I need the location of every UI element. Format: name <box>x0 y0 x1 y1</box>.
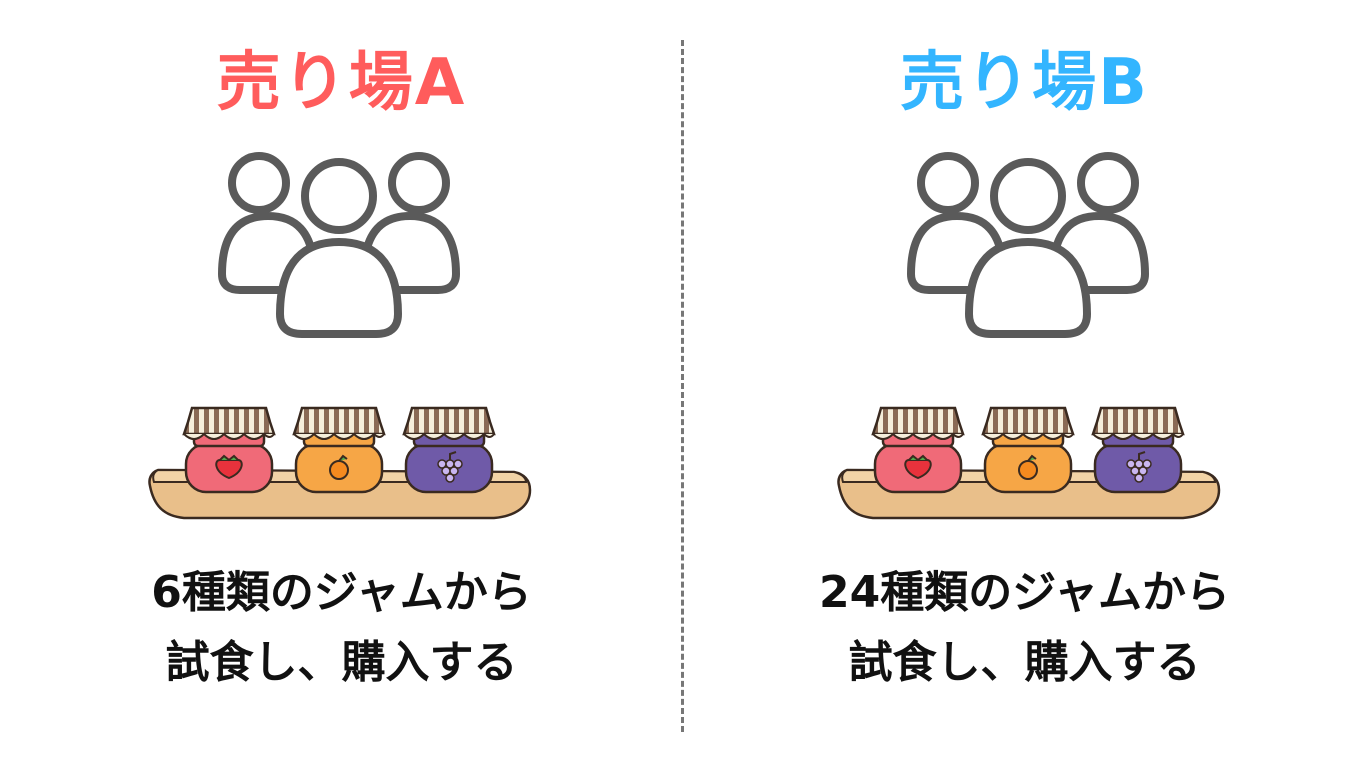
store-b-caption-line1: 24種類のジャムから <box>818 567 1231 618</box>
store-a-caption-line2: 試食し、購入する <box>165 637 518 688</box>
store-b-panel: 売り場B <box>683 0 1366 768</box>
store-a-panel: 売り場A <box>0 46 683 698</box>
store-a-caption: 6種類のジャムから 試食し、購入する <box>0 558 683 698</box>
store-a-caption-line1: 6種類のジャムから <box>151 567 532 618</box>
panel-divider <box>681 40 684 732</box>
store-a-title: 売り場A <box>216 46 467 120</box>
store-b-caption: 24種類のジャムから 試食し、購入する <box>683 558 1366 698</box>
jam-jars-illustration <box>837 406 1221 520</box>
jam-jars-illustration <box>148 406 532 520</box>
store-b-title: 売り場B <box>900 46 1149 120</box>
people-group-icon <box>218 152 460 338</box>
people-group-icon <box>907 152 1149 338</box>
strawberry-jar <box>182 406 276 494</box>
store-b-caption-line2: 試食し、購入する <box>848 637 1201 688</box>
